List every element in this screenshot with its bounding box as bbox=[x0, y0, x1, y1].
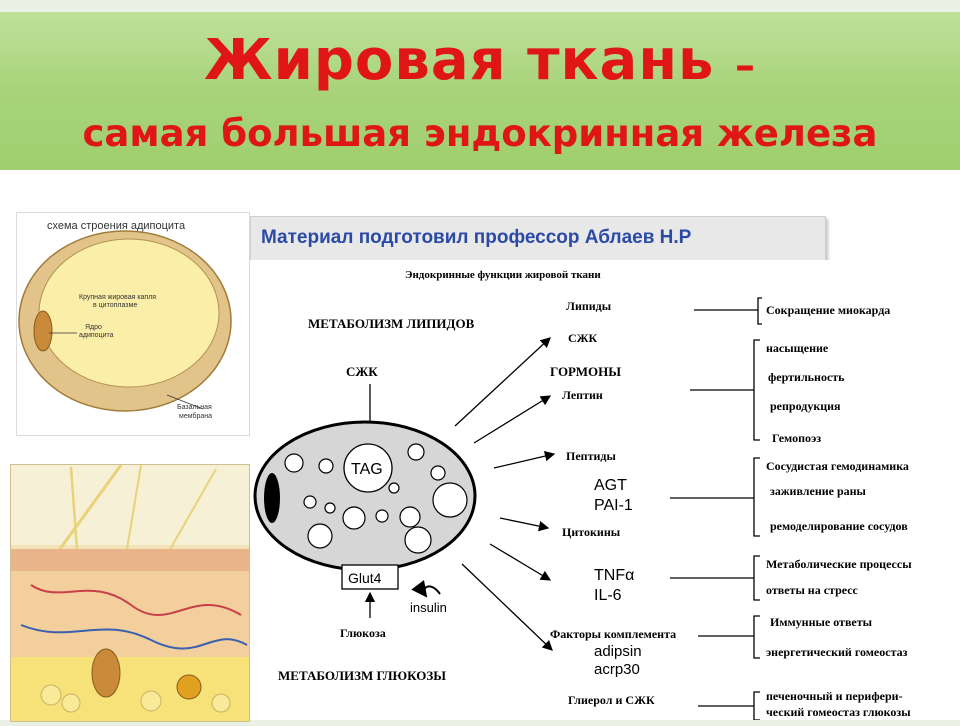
effect-hepatic-1: печеночный и перифери- bbox=[766, 689, 903, 703]
secretion-acrp30: acrp30 bbox=[594, 661, 640, 678]
arrow-lipids bbox=[454, 337, 551, 427]
lipid-droplet-12 bbox=[404, 526, 432, 554]
metabolism-lipids-label: МЕТАБОЛИЗМ ЛИПИДОВ bbox=[308, 316, 475, 331]
author-caption-box: Материал подготовил профессор Аблаев Н.Р bbox=[250, 216, 826, 262]
lipid-droplet-5 bbox=[407, 443, 425, 461]
adipocyte-diagram-panel: схема строения адипоцита Крупная жировая… bbox=[16, 212, 250, 436]
effect-reproduction: репродукция bbox=[770, 399, 841, 413]
adipocyte-diagram: схема строения адипоцита Крупная жировая… bbox=[18, 220, 232, 420]
cell-nucleus bbox=[264, 473, 280, 523]
skin-cross-section-illustration bbox=[10, 464, 250, 722]
skin-illustration bbox=[11, 464, 249, 721]
author-caption: Материал подготовил профессор Аблаев Н.Р bbox=[261, 227, 692, 248]
bracket-cytokines bbox=[753, 555, 760, 601]
arrow-complement bbox=[461, 563, 553, 651]
epidermis-layer bbox=[11, 549, 249, 571]
szhk-input-label: СЖК bbox=[346, 364, 378, 379]
sweat-gland bbox=[176, 674, 202, 700]
insulin-arrow-icon bbox=[411, 579, 441, 598]
fat-cell-4 bbox=[211, 693, 231, 713]
nucleus-label-1: Ядро bbox=[85, 324, 102, 331]
effect-hemopoiesis: Гемопоэз bbox=[772, 431, 821, 445]
secretion-leptin: Лептин bbox=[562, 388, 603, 402]
hair-follicle bbox=[91, 648, 121, 698]
fat-cell-2 bbox=[61, 693, 81, 713]
membrane-pointer bbox=[166, 394, 204, 410]
secretion-agt: AGT bbox=[594, 477, 627, 494]
droplet-label-1: Крупная жировая капля bbox=[79, 294, 156, 301]
bracket-glycerol bbox=[753, 691, 760, 721]
effect-hepatic-2: ческий гомеостаз глюкозы bbox=[766, 705, 911, 719]
nucleus-label-2: адипоцита bbox=[79, 332, 114, 339]
effect-satiety: насыщение bbox=[766, 341, 829, 355]
title-band bbox=[0, 12, 960, 170]
bracket-myocard bbox=[757, 297, 762, 325]
arrow-peptides bbox=[493, 451, 556, 469]
droplet-label-2: в цитоплазме bbox=[93, 302, 137, 309]
lipid-droplet-13 bbox=[388, 482, 400, 494]
arrow-cytokines bbox=[499, 517, 550, 532]
lipid-droplet-1 bbox=[284, 453, 304, 473]
secretion-il6: IL-6 bbox=[594, 587, 622, 604]
page-subtitle: самая большая эндокринная железа bbox=[82, 112, 878, 155]
lipid-droplet-4 bbox=[324, 502, 336, 514]
fat-cell-1 bbox=[40, 684, 62, 706]
bracket-complement bbox=[753, 615, 760, 659]
adipocyte-heading: схема строения адипоцита bbox=[47, 220, 186, 232]
lipid-droplet-7 bbox=[432, 482, 468, 518]
membrane-label-2: мембрана bbox=[179, 412, 212, 420]
secretion-cytokines: Цитокины bbox=[562, 525, 621, 539]
glut4-transporter bbox=[341, 564, 399, 590]
lipid-droplet-6 bbox=[430, 465, 446, 481]
blood-vessel-1 bbox=[30, 584, 242, 616]
arrow-tnf bbox=[489, 543, 552, 581]
tag-droplet bbox=[343, 443, 393, 493]
effect-energy: энергетический гомеостаз bbox=[766, 645, 908, 659]
glucose-label: Глюкоза bbox=[340, 626, 386, 640]
lipid-droplet-11 bbox=[307, 523, 333, 549]
lipid-droplet-9 bbox=[375, 509, 389, 523]
page-title: Жировая ткань – bbox=[0, 28, 960, 93]
effect-vascular: Сосудистая гемодинамика bbox=[766, 459, 909, 473]
metabolism-glucose-label: МЕТАБОЛИЗМ ГЛЮКОЗЫ bbox=[278, 668, 446, 683]
title-dash: – bbox=[734, 43, 756, 89]
endocrine-diagram-svg: Эндокринные функции жировой ткани МЕТАБО… bbox=[253, 269, 912, 721]
endocrine-functions-diagram: Эндокринные функции жировой ткани МЕТАБО… bbox=[250, 260, 960, 721]
secretion-szhk: СЖК bbox=[568, 331, 598, 345]
insulin-label: insulin bbox=[410, 600, 447, 615]
effect-metabolic: Метаболические процессы bbox=[766, 557, 912, 571]
lipid-droplet bbox=[38, 238, 220, 388]
lipid-droplet-3 bbox=[303, 495, 317, 509]
membrane-label-1: Базальная bbox=[177, 404, 212, 411]
glut4-label: Glut4 bbox=[348, 570, 382, 586]
blood-vessel-2 bbox=[20, 624, 248, 650]
title-main: Жировая ткань bbox=[204, 28, 715, 93]
diagram-heading: Эндокринные функции жировой ткани bbox=[405, 269, 601, 281]
secretion-hormones: ГОРМОНЫ bbox=[550, 364, 621, 379]
effect-myocard: Сокращение миокарда bbox=[766, 303, 890, 317]
effect-immune: Иммунные ответы bbox=[770, 615, 873, 629]
dermis-layer bbox=[11, 571, 249, 657]
secretion-adipsin: adipsin bbox=[594, 643, 642, 660]
bracket-hormones bbox=[753, 339, 760, 441]
effect-fertility: фертильность bbox=[768, 370, 845, 384]
effect-stress: ответы на стресс bbox=[766, 583, 859, 597]
nucleus bbox=[33, 310, 53, 352]
secretion-peptides: Пептиды bbox=[566, 449, 616, 463]
lipid-droplet-2 bbox=[318, 458, 334, 474]
secretion-glycerol: Глиерол и СЖК bbox=[568, 693, 655, 707]
effect-remodeling: ремоделирование сосудов bbox=[770, 519, 908, 533]
secretion-pai1: PAI-1 bbox=[594, 497, 633, 514]
fat-cell-3 bbox=[140, 690, 162, 712]
secretion-lipids: Липиды bbox=[566, 299, 612, 313]
secretion-complement: Факторы комплемента bbox=[550, 627, 676, 641]
lipid-droplet-10 bbox=[399, 506, 421, 528]
effect-wound: заживление раны bbox=[770, 484, 867, 498]
tag-label: TAG bbox=[351, 461, 383, 478]
lipid-droplet-8 bbox=[342, 506, 366, 530]
arrow-hormones bbox=[473, 395, 552, 444]
secretion-tnf: TNFα bbox=[594, 567, 634, 584]
bracket-peptides bbox=[753, 457, 760, 537]
